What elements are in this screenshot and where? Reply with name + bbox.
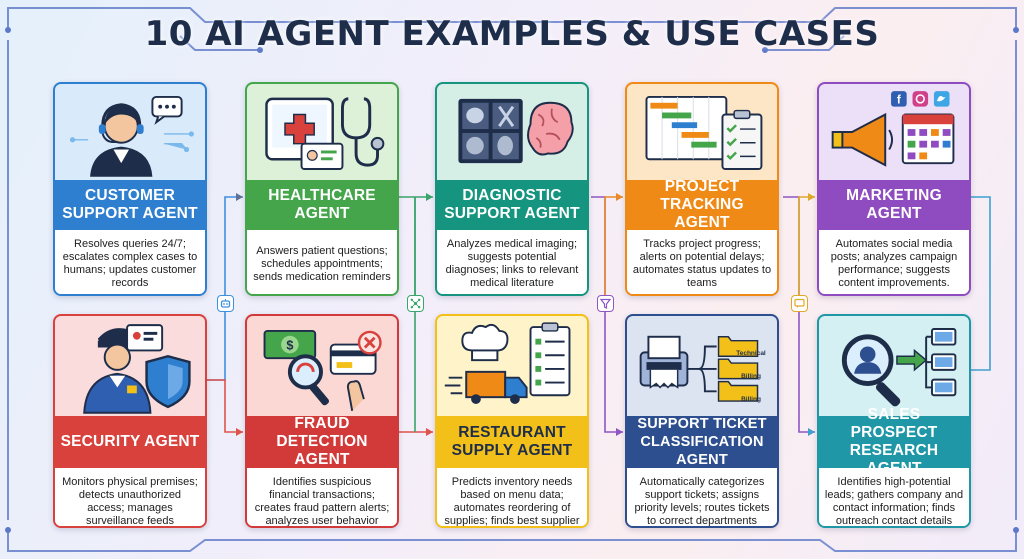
medical-tablet-stethoscope-icon [265, 97, 385, 170]
card-project-tracking-agent: PROJECT TRACKING AGENT Tracks project pr… [625, 82, 779, 296]
card-description: Analyzes medical imaging; suggests poten… [437, 230, 587, 294]
card-fraud-detection-agent: $ FRAUD DETECTION AGENT Identifies suspi… [245, 314, 399, 528]
card-title: CUSTOMER SUPPORT AGENT [55, 180, 205, 230]
card-security-agent: SECURITY AGENT Monitors physical premise… [53, 314, 207, 528]
card-description: Identifies suspicious financial transact… [247, 468, 397, 526]
card-description: Identifies high-potential leads; gathers… [819, 468, 969, 526]
card-restaurant-supply-agent: RESTAURANT SUPPLY AGENT Predicts invento… [435, 314, 589, 528]
megaphone-calendar-icon: f [831, 91, 955, 167]
card-description: Resolves queries 24/7; escalates complex… [55, 230, 205, 294]
card-title: FRAUD DETECTION AGENT [247, 415, 397, 468]
card-marketing-agent: f MARKETING AGENT Automates social media… [817, 82, 971, 296]
card-title: SECURITY AGENT [55, 416, 205, 468]
gantt-checklist-icon [645, 95, 763, 170]
card-title: RESTAURANT SUPPLY AGENT [437, 416, 587, 468]
card-healthcare-agent: HEALTHCARE AGENT Answers patient questio… [245, 82, 399, 296]
magnifier-network-icon [841, 328, 957, 407]
card-description: Answers patient questions; schedules app… [247, 230, 397, 294]
card-description: Predicts inventory needs based on menu d… [437, 468, 587, 526]
card-description: Tracks project progress; alerts on poten… [627, 230, 777, 294]
svg-text:f: f [897, 94, 901, 107]
card-description: Automates social media posts; analyzes c… [819, 230, 969, 294]
ticket-folders-icon [639, 335, 759, 402]
guard-shield-icon [83, 324, 191, 414]
connector-node-robot-icon [217, 295, 234, 312]
chef-hat-truck-icon [444, 322, 571, 404]
card-title: PROJECT TRACKING AGENT [627, 178, 777, 231]
card-title: MARKETING AGENT [819, 180, 969, 230]
card-customer-support-agent: CUSTOMER SUPPORT AGENT Resolves queries … [53, 82, 207, 296]
svg-text:$: $ [286, 338, 293, 352]
folder-label-technical: Technical [736, 350, 766, 357]
connector-node-network-icon [407, 295, 424, 312]
card-description: Monitors physical premises; detects unau… [55, 468, 205, 526]
connector-node-chat-icon [791, 295, 808, 312]
money-magnifier-card-icon: $ [263, 329, 382, 411]
support-agent-headset-icon [69, 95, 194, 177]
card-support-ticket-classification-agent: Technical Billing Billing SUPPORT TICKET… [625, 314, 779, 528]
card-title: SUPPORT TICKET CLASSIFICATION AGENT [627, 416, 777, 468]
page-title: 10 AI AGENT EXAMPLES & USE CASES [144, 14, 880, 54]
card-description: Automatically categorizes support ticket… [627, 468, 777, 526]
connector-node-funnel-icon [597, 295, 614, 312]
card-title: SALES PROSPECT RESEARCH AGENT [819, 406, 969, 477]
card-diagnostic-support-agent: DIAGNOSTIC SUPPORT AGENT Analyzes medica… [435, 82, 589, 296]
xray-brain-icon [458, 98, 574, 164]
card-title: HEALTHCARE AGENT [247, 180, 397, 230]
folder-label-billing-2: Billing [741, 396, 761, 403]
folder-label-billing: Billing [741, 373, 761, 380]
card-sales-prospect-research-agent: SALES PROSPECT RESEARCH AGENT Identifies… [817, 314, 971, 528]
card-title: DIAGNOSTIC SUPPORT AGENT [437, 180, 587, 230]
